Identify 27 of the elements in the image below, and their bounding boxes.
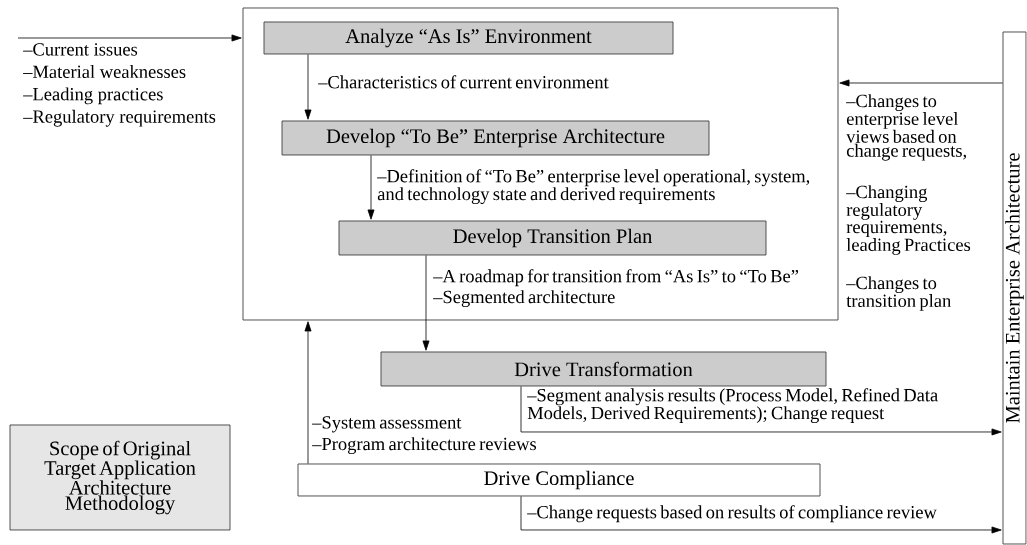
list-item: –Segmented architecture (433, 290, 615, 307)
list-item: –Program architecture reviews (312, 437, 537, 454)
edge-label: –Characteristics of current environment (318, 75, 609, 89)
arrow (839, 79, 1003, 87)
process-box: Develop Transition Plan (338, 220, 767, 256)
arrow (520, 386, 1002, 436)
arrow (304, 54, 312, 120)
vertical-box: Maintain Enterprise Architecture (1002, 31, 1027, 545)
arrow (520, 496, 1002, 534)
arrow (304, 321, 312, 464)
list-item: –A roadmap for transition from “As Is” to “To Be” (433, 269, 799, 287)
list-item: –Changing regulatory requirements, leading Practices (846, 185, 971, 255)
process-box: Analyze “As Is” Environment (263, 21, 674, 55)
arrow (17, 34, 242, 42)
note-box: Scope of Original Target Application Architecture Methodology (9, 424, 231, 531)
list-item: –Changes to enterprise level views based on change requests, (846, 94, 966, 161)
list-item: –Changes to transition plan (846, 276, 951, 311)
edge-label: –Definition of “To Be” enterprise level operational, system, and technology state and derived requirements (377, 169, 810, 205)
edge-label: –Segment analysis results (Process Model, Refined Data Models, Derived Requirements); Change request (527, 388, 938, 424)
process-box: Drive Compliance (297, 463, 821, 497)
process-box: Develop “To Be” Enterprise Architecture (281, 120, 710, 156)
text-list: –Current issues –Material weaknesses –Leading practices –Regulatory requirements (23, 43, 216, 127)
process-box: Drive Transformation (380, 351, 827, 387)
arrow (422, 255, 430, 351)
arrow (367, 155, 375, 220)
edge-label: –Change requests based on results of compliance review (527, 505, 937, 523)
list-item: –System assessment (312, 416, 462, 433)
